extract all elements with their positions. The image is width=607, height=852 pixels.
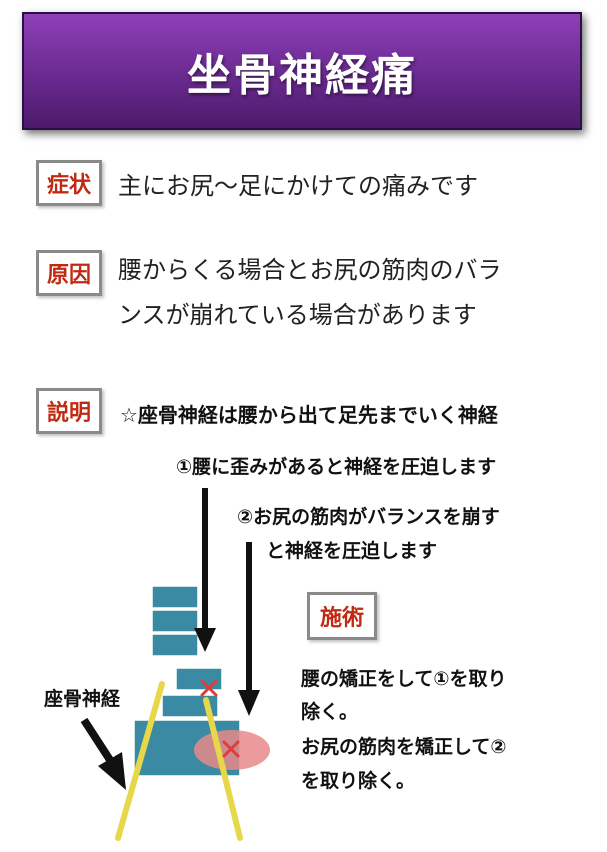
point-2-text-line2: と神経を圧迫します [266, 540, 438, 562]
treatment-tag-label: 施術 [319, 606, 364, 631]
arrow-point-1 [194, 488, 216, 652]
vertebra-2 [151, 609, 199, 633]
treatment-text-line1: 腰の矯正をして①を取り [301, 668, 507, 690]
cause-tag-label: 原因 [46, 263, 91, 288]
treatment-tag: 施術 [307, 592, 377, 640]
page-title: 坐骨神経痛 [187, 50, 417, 101]
nerve-label: 座骨神経 [44, 688, 121, 710]
arrow-nerve-label [80, 717, 126, 790]
point-1-text: ①腰に歪みがあると神経を圧迫します [176, 456, 497, 478]
treatment-text-line2: 除く。 [301, 701, 359, 723]
explanation-tag: 説明 [36, 388, 102, 434]
treatment-text-line4: を取り除く。 [301, 770, 416, 792]
arrow-point-2 [238, 542, 260, 716]
cause-tag: 原因 [36, 250, 102, 296]
cross-marker-2 [222, 740, 240, 758]
symptom-tag-label: 症状 [46, 173, 91, 198]
sciatic-nerve-left [115, 681, 165, 841]
cause-text-line1: 腰からくる場合とお尻の筋肉のバラ [118, 256, 502, 284]
treatment-text-line3: お尻の筋肉を矯正して② [301, 736, 507, 758]
sciatic-nerve-right [203, 697, 243, 841]
symptom-text: 主にお尻〜足にかけての痛みです [118, 172, 478, 200]
title-banner: 坐骨神経痛 [22, 12, 582, 130]
vertebra-4 [175, 667, 223, 691]
cross-marker-1 [200, 679, 218, 697]
vertebra-3 [151, 633, 199, 657]
explanation-text: ☆座骨神経は腰から出て足先までいく神経 [120, 403, 498, 427]
cause-text-line2: ンスが崩れている場合があります [118, 301, 477, 329]
explanation-tag-label: 説明 [46, 401, 91, 426]
vertebra-1 [151, 585, 199, 609]
symptom-tag: 症状 [36, 160, 102, 206]
point-2-text-line1: ②お尻の筋肉がバランスを崩す [237, 506, 500, 528]
